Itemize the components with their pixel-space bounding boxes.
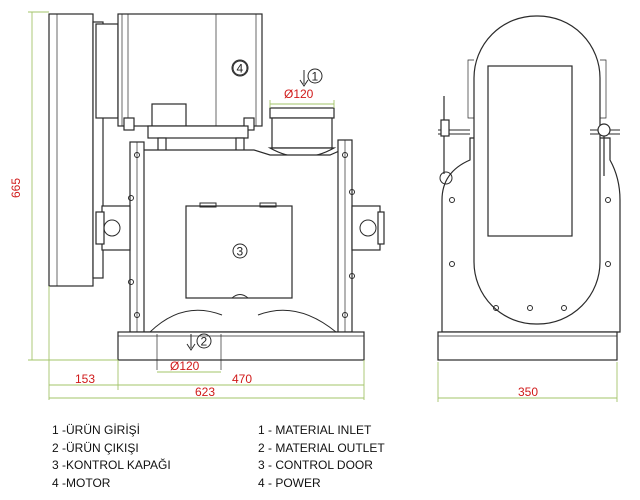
dim-width-body: 470 <box>232 372 252 386</box>
side-view <box>437 15 621 361</box>
motor-base <box>147 125 249 139</box>
control-door <box>185 202 293 299</box>
inlet-pipe <box>267 107 337 158</box>
marker-outlet: 2 <box>186 333 212 351</box>
pulley <box>48 13 94 287</box>
side-access-plate <box>487 65 573 237</box>
dim-inlet-diameter: Ø120 <box>284 87 314 101</box>
left-bearing <box>95 205 131 251</box>
front-view <box>48 13 385 370</box>
legend-tr-item-4: 4 -MOTOR <box>52 475 111 490</box>
legend-en-item-1: 1 - MATERIAL INLET <box>258 423 372 437</box>
marker-inlet: 1 <box>299 68 323 87</box>
right-bearing <box>351 205 385 251</box>
dim-outlet-diameter: Ø120 <box>170 359 200 373</box>
dim-width-total: 623 <box>195 385 215 399</box>
base-frame <box>117 331 365 361</box>
legend-en-item-2: 2 - MATERIAL OUTLET <box>258 440 385 455</box>
legend-en-item-3: 3 - CONTROL DOOR <box>258 458 373 472</box>
dim-height-total: 665 <box>9 178 23 198</box>
side-base <box>437 331 618 361</box>
marker-control-door: 3 <box>232 243 248 259</box>
dim-depth-total: 350 <box>518 385 538 399</box>
belt-guard <box>92 21 104 279</box>
marker-2-text: 2 <box>201 335 208 349</box>
marker-motor: 4 <box>232 60 248 76</box>
legend-en-item-4: 4 - POWER <box>258 475 321 490</box>
legend-english: 1 - MATERIAL INLET 2 - MATERIAL OUTLET 3… <box>258 422 385 492</box>
legend-tr-item-3: 3 -KONTROL KAPAĞI <box>52 458 171 472</box>
dimension-lines <box>28 11 618 402</box>
motor <box>95 13 263 131</box>
dim-width-pulley: 153 <box>75 372 95 386</box>
marker-3-text: 3 <box>237 245 244 259</box>
marker-4-text: 4 <box>237 62 244 76</box>
legend-turkish: 1 -ÜRÜN GİRİŞİ 2 -ÜRÜN ÇIKIŞI 3 -KONTROL… <box>52 422 171 492</box>
marker-1-text: 1 <box>312 70 319 84</box>
legend-tr-item-2: 2 -ÜRÜN ÇIKIŞI <box>52 440 139 455</box>
legend-tr-item-1: 1 -ÜRÜN GİRİŞİ <box>52 423 141 437</box>
